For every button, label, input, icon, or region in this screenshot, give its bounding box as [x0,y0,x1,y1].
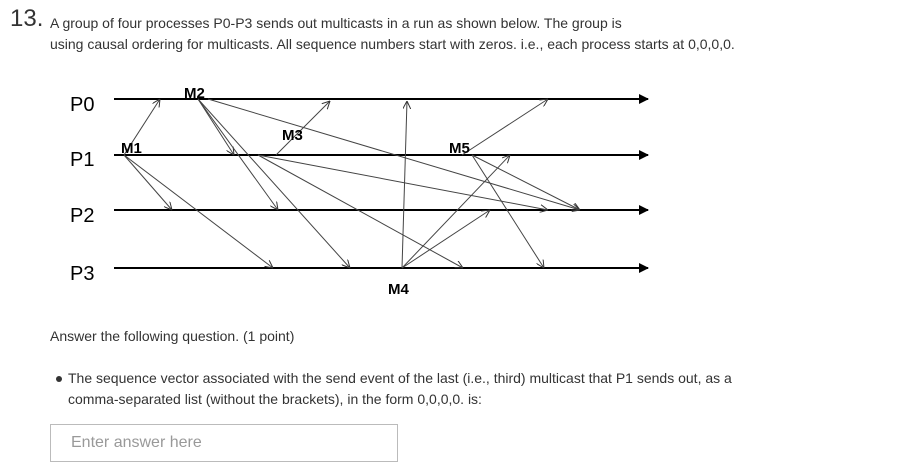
m1-to-p0 [123,99,160,156]
p1-early-to-p0 [275,101,330,156]
m5-to-p0 [461,99,548,156]
m3-to-p3 [257,154,463,268]
question-text: A group of four processes P0-P3 sends ou… [50,13,810,55]
question-number: 13. [10,5,44,32]
message-arrows [123,98,580,269]
multicast-label-m3: M3 [282,127,303,144]
multicast-label-m2: M2 [184,85,205,102]
m2-to-p1 [197,98,234,155]
bullet-dot [56,376,62,382]
multicast-label-m5: M5 [449,140,470,157]
answer-prompt: Answer the following question. (1 point) [50,328,295,344]
process-label-p1: P1 [70,149,94,171]
m4-to-p1 [401,155,510,269]
process-label-p3: P3 [70,263,94,285]
m3-to-p2 [257,154,548,210]
m5-to-p3 [471,154,544,268]
multicast-diagram: P0 P1 P2 P3 M1 M2 M3 M4 M5 [70,85,649,298]
m4-to-p2 [401,210,490,269]
question-line-2: using causal ordering for multicasts. Al… [50,36,735,52]
m1-to-p3 [123,154,273,268]
bullet-text: The sequence vector associated with the … [68,370,732,407]
process-label-p2: P2 [70,205,94,227]
question-line-1: A group of four processes P0-P3 sends ou… [50,15,622,31]
p0-to-p2-late [207,98,580,210]
multicast-label-m4: M4 [388,281,409,298]
m2-to-p2 [197,98,278,210]
process-label-p0: P0 [70,94,94,116]
multicast-label-m1: M1 [121,140,142,157]
m5-to-p2 [471,154,580,210]
m2-to-p3 [197,98,350,268]
answer-input[interactable] [50,424,398,462]
m4-to-p0 [401,101,407,269]
m1-to-p2 [123,154,172,210]
